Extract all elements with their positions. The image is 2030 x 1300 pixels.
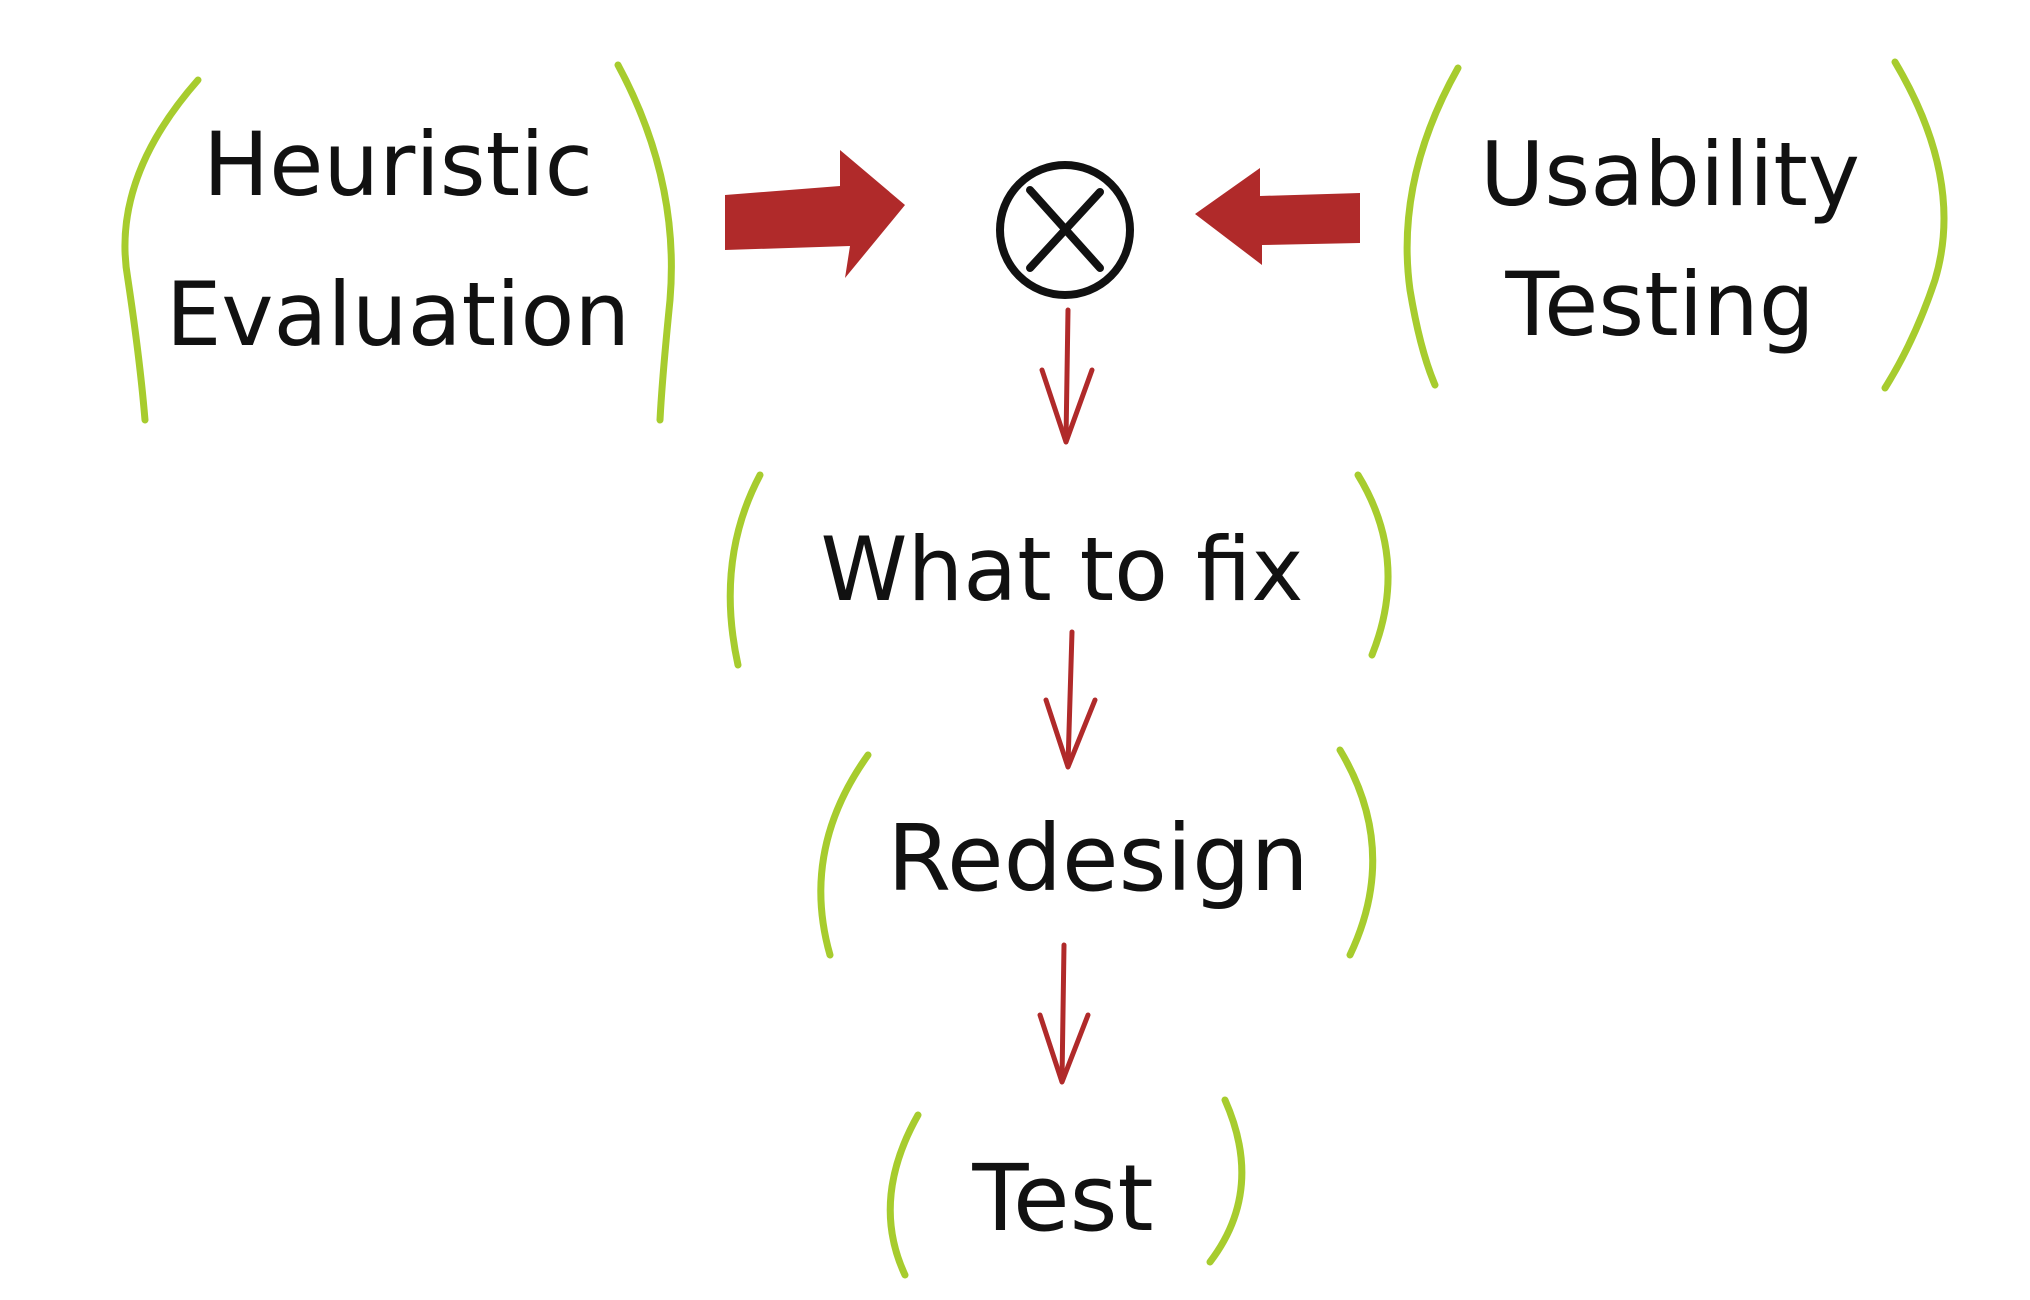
- left-paren: [817, 751, 872, 959]
- right-paren: [1881, 58, 1948, 392]
- thick-arrow-right: [725, 150, 905, 278]
- heuristic-line-1: Heuristic: [203, 113, 593, 216]
- testing-line-2: Testing: [1504, 253, 1814, 356]
- what-to-fix-label: What to fix: [820, 518, 1303, 621]
- left-paren: [886, 1111, 922, 1279]
- right-paren: [1206, 1096, 1246, 1266]
- heuristic-line-2: Evaluation: [166, 263, 630, 366]
- right-paren: [1336, 746, 1377, 959]
- right-paren: [1354, 471, 1392, 659]
- node-test: Test: [886, 1096, 1246, 1279]
- node-redesign: Redesign: [817, 746, 1377, 959]
- node-heuristic-evaluation: Heuristic Evaluation: [121, 61, 675, 424]
- usability-line-1: Usability: [1480, 123, 1860, 226]
- left-paren: [121, 76, 202, 424]
- left-paren: [1403, 64, 1462, 389]
- arrow-redesign-to-test: [1037, 942, 1091, 1085]
- node-what-to-fix: What to fix: [726, 471, 1392, 669]
- circled-x-icon: [996, 161, 1134, 299]
- redesign-label: Redesign: [887, 805, 1309, 912]
- test-label: Test: [971, 1145, 1153, 1252]
- arrow-combine-to-what-to-fix: [1039, 307, 1095, 445]
- arrow-what-to-fix-to-redesign: [1043, 629, 1098, 770]
- left-paren: [726, 471, 764, 669]
- thick-arrow-left: [1195, 168, 1360, 265]
- node-usability-testing: Usability Testing: [1403, 58, 1948, 392]
- right-paren: [614, 61, 675, 424]
